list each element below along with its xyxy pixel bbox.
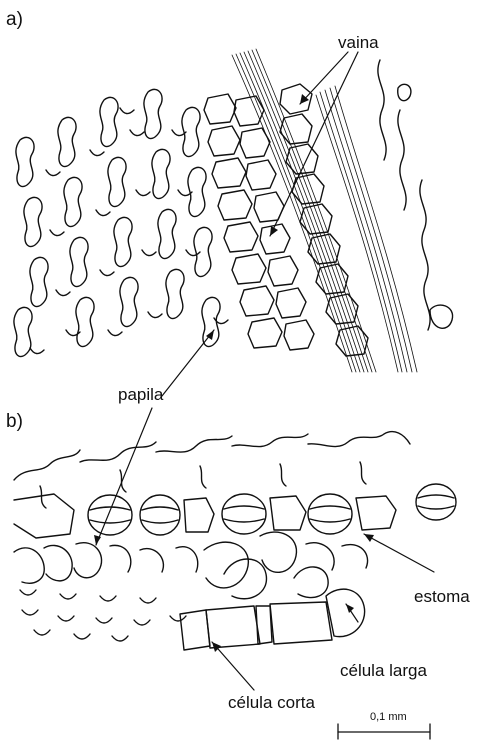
panel-b-drawing — [14, 432, 456, 650]
right-epidermis — [378, 60, 453, 330]
arrowhead-celula-larga — [346, 604, 354, 613]
arrow-vaina-1 — [300, 52, 348, 104]
arrowheads — [94, 94, 374, 652]
vaina-label: vaina — [338, 34, 379, 51]
estoma-label: estoma — [414, 588, 470, 605]
arrow-celula-corta — [212, 642, 254, 690]
panel-a-label: a) — [6, 10, 23, 29]
scale-bar — [338, 724, 430, 739]
celula-larga-label: célula larga — [340, 662, 427, 679]
scale-bar-label: 0,1 mm — [370, 712, 407, 723]
sheath-cells — [280, 84, 368, 356]
panel-a-drawing — [14, 49, 453, 372]
upper-cells — [14, 432, 410, 508]
arrow-estoma — [364, 534, 434, 572]
lower-papillose-cells — [14, 532, 368, 641]
panel-b-label: b) — [6, 412, 23, 431]
bottom-cell-row — [180, 559, 365, 650]
papillose-epidermis — [14, 89, 220, 356]
arrow-papila-b — [96, 408, 152, 545]
inner-cell-column — [204, 94, 314, 350]
vascular-strands — [232, 49, 417, 372]
papila-label: papila — [118, 386, 163, 403]
arrow-vaina-2 — [270, 52, 358, 236]
leader-arrows — [96, 52, 434, 690]
arrow-papila-a — [162, 330, 214, 396]
interstomatal-cells — [14, 494, 396, 538]
celula-corta-label: célula corta — [228, 694, 315, 711]
